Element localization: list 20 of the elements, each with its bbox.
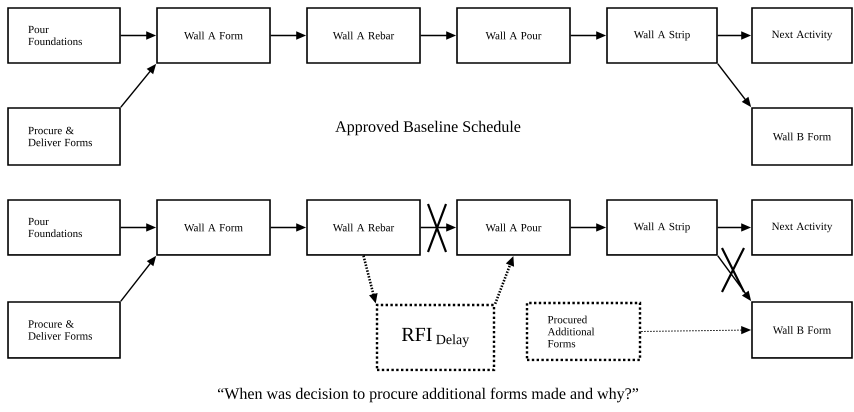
- activity-box: Procure & Deliver Forms: [7, 301, 121, 359]
- activity-box: Wall A Strip: [606, 7, 718, 64]
- activity-box: Wall A Strip: [606, 199, 718, 256]
- activity-box: Wall B Form: [751, 107, 853, 166]
- dotted-box: Procured Additional Forms: [526, 302, 642, 362]
- activity-box: Wall B Form: [751, 301, 853, 359]
- activity-box: Procure & Deliver Forms: [7, 107, 121, 166]
- activity-box: Wall A Rebar: [306, 7, 421, 64]
- activity-box: Wall A Form: [156, 199, 271, 256]
- activity-box: Wall A Rebar: [306, 199, 421, 256]
- activity-box: Wall A Form: [156, 7, 271, 64]
- dotted-box: RFI $_{Delay}$: [376, 304, 496, 372]
- activity-box: Pour Foundations: [7, 7, 121, 64]
- caption: “When was decision to procure additional forms made and why?”: [218, 388, 638, 402]
- activity-box: Next Activity: [751, 199, 853, 256]
- activity-box: Wall A Pour: [456, 7, 571, 64]
- activity-box: Next Activity: [751, 7, 853, 64]
- activity-box: Wall A Pour: [456, 199, 571, 256]
- activity-box: Pour Foundations: [7, 199, 121, 256]
- heading: Approved Baseline Schedule: [335, 120, 520, 136]
